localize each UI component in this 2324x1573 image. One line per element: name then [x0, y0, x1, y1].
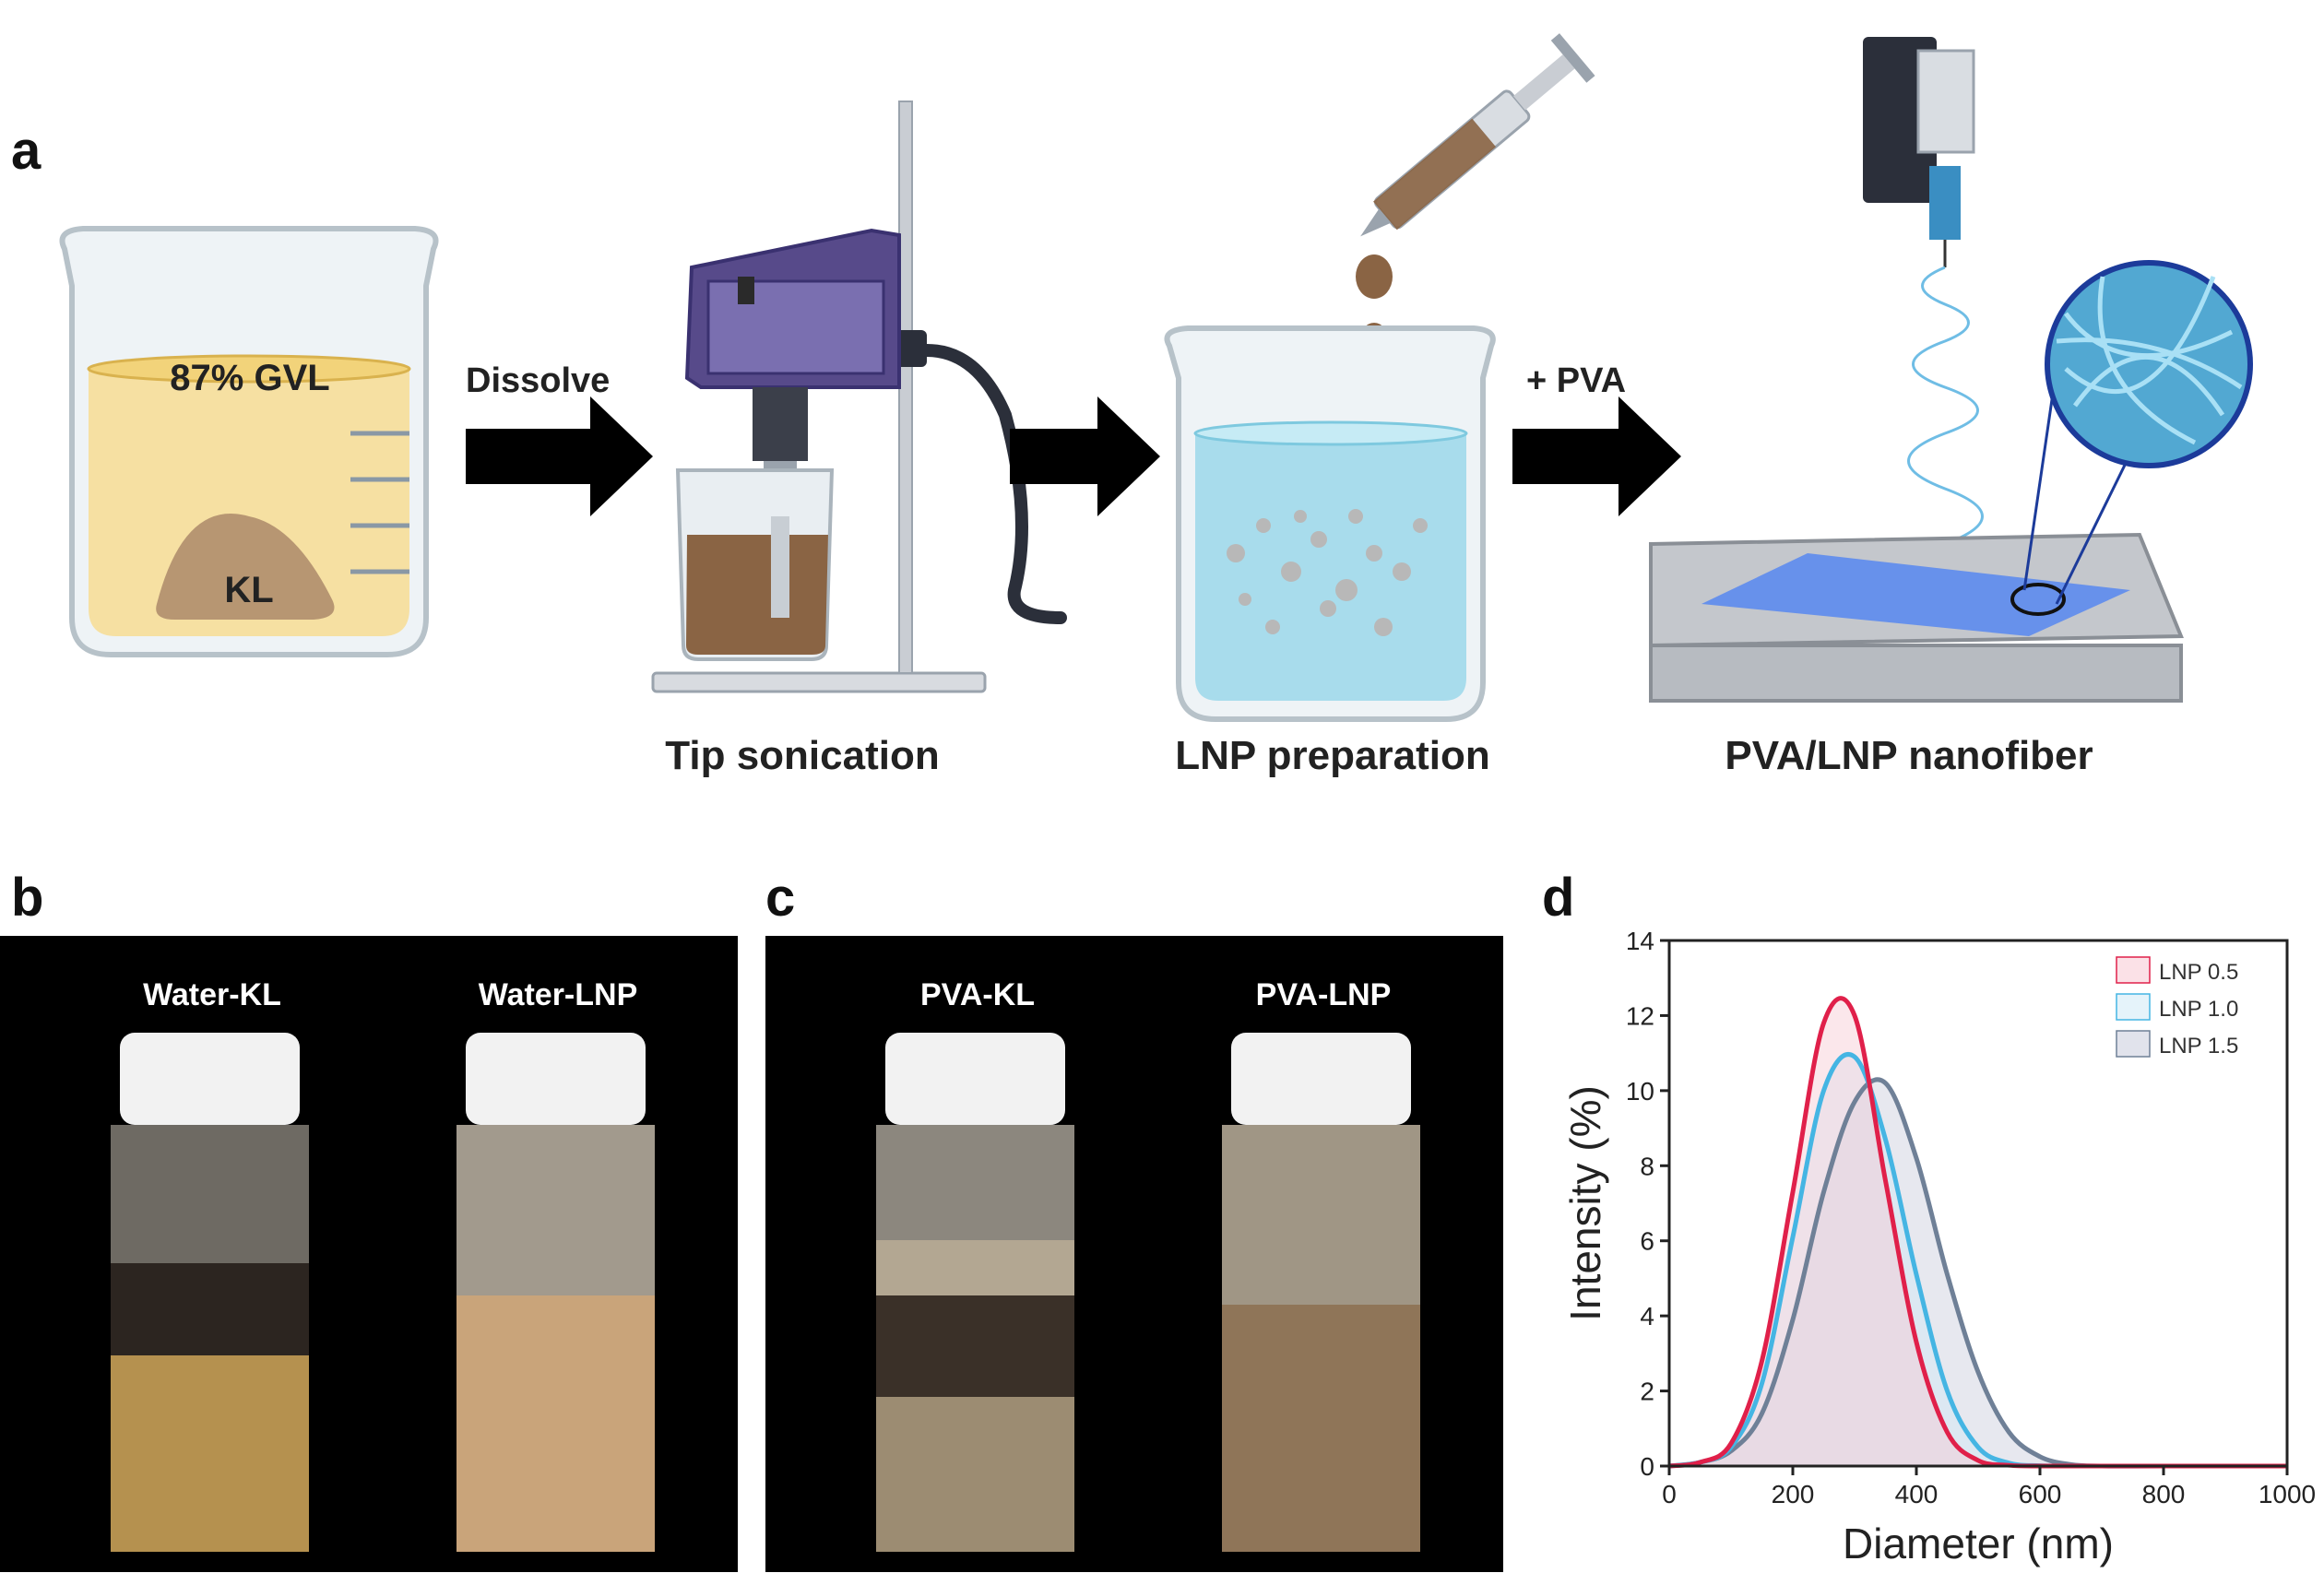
- y-tick-label: 8: [1640, 1152, 1654, 1180]
- electrospinning-setup: [1649, 37, 2253, 703]
- x-tick-label: 800: [2142, 1480, 2186, 1508]
- y-tick-label: 12: [1626, 1001, 1654, 1030]
- kl-powder-label: KL: [224, 570, 274, 610]
- area-lnp-1-0: [1669, 1054, 2287, 1467]
- arrow-dissolve: [466, 396, 653, 516]
- beaker-gvl-kl: [59, 226, 439, 657]
- panel-label-a: a: [11, 121, 42, 181]
- panel-label-b: b: [11, 868, 44, 928]
- vial-label-pva-kl: PVA-KL: [919, 977, 1036, 1012]
- y-tick-label: 2: [1640, 1378, 1654, 1406]
- x-axis-label: Diameter (nm): [1843, 1520, 2114, 1567]
- y-tick-label: 4: [1640, 1302, 1654, 1331]
- photo-panel-c: PVA-KL PVA-LNP: [765, 936, 1503, 1572]
- vials-b: [111, 1033, 655, 1552]
- area-lnp-1-5: [1669, 1079, 2287, 1467]
- process-schematic: [59, 33, 2253, 722]
- y-axis-label: Intensity (%): [1561, 1085, 1609, 1321]
- x-tick-label: 1000: [2259, 1480, 2315, 1508]
- tip-sonicator: [651, 101, 1067, 693]
- area-lnp-0-5: [1669, 998, 2287, 1467]
- step-label-lnp: LNP preparation: [1175, 733, 1490, 778]
- legend-swatch-lnp-0-5: [2116, 956, 2151, 984]
- arrow-pva-label: + PVA: [1526, 361, 1627, 400]
- y-tick-label: 0: [1640, 1452, 1654, 1481]
- syringe: [1360, 33, 1595, 237]
- nanofiber-zoom-circle: [2045, 260, 2253, 468]
- photo-panel-b: Water-KL Water-LNP: [0, 936, 738, 1572]
- plot-frame: [1667, 939, 2289, 1468]
- y-tick-label: 6: [1640, 1227, 1654, 1256]
- panel-label-d: d: [1542, 868, 1575, 928]
- x-tick-label: 0: [1662, 1480, 1677, 1508]
- arrow-plus-pva: [1512, 396, 1681, 516]
- panel-label-c: c: [765, 868, 796, 928]
- vial-label-pva-lnp: PVA-LNP: [1255, 977, 1392, 1012]
- vial-label-water-lnp: Water-LNP: [478, 977, 638, 1012]
- vial-label-water-kl: Water-KL: [143, 977, 281, 1012]
- y-tick-label: 10: [1626, 1077, 1654, 1106]
- x-tick-label: 600: [2019, 1480, 2062, 1508]
- x-tick-label: 400: [1895, 1480, 1939, 1508]
- beaker-solvent-label: 87% GVL: [170, 358, 330, 398]
- legend-label-lnp-0-5: LNP 0.5: [2159, 960, 2238, 985]
- arrow-dissolve-label: Dissolve: [466, 361, 611, 400]
- x-tick-label: 200: [1772, 1480, 1815, 1508]
- arrow-to-lnp: [1010, 396, 1160, 516]
- legend-swatch-lnp-1-0: [2116, 993, 2151, 1021]
- legend-label-lnp-1-0: LNP 1.0: [2159, 997, 2238, 1022]
- beaker-lnp: [1164, 325, 1496, 722]
- step-label-nanofiber: PVA/LNP nanofiber: [1725, 733, 2093, 778]
- y-tick-label: 14: [1626, 927, 1654, 955]
- kl-powder-pile: [156, 514, 335, 620]
- step-label-sonication: Tip sonication: [665, 733, 940, 778]
- vials-c: [876, 1033, 1420, 1552]
- legend-swatch-lnp-1-5: [2116, 1030, 2151, 1058]
- legend-label-lnp-1-5: LNP 1.5: [2159, 1034, 2238, 1059]
